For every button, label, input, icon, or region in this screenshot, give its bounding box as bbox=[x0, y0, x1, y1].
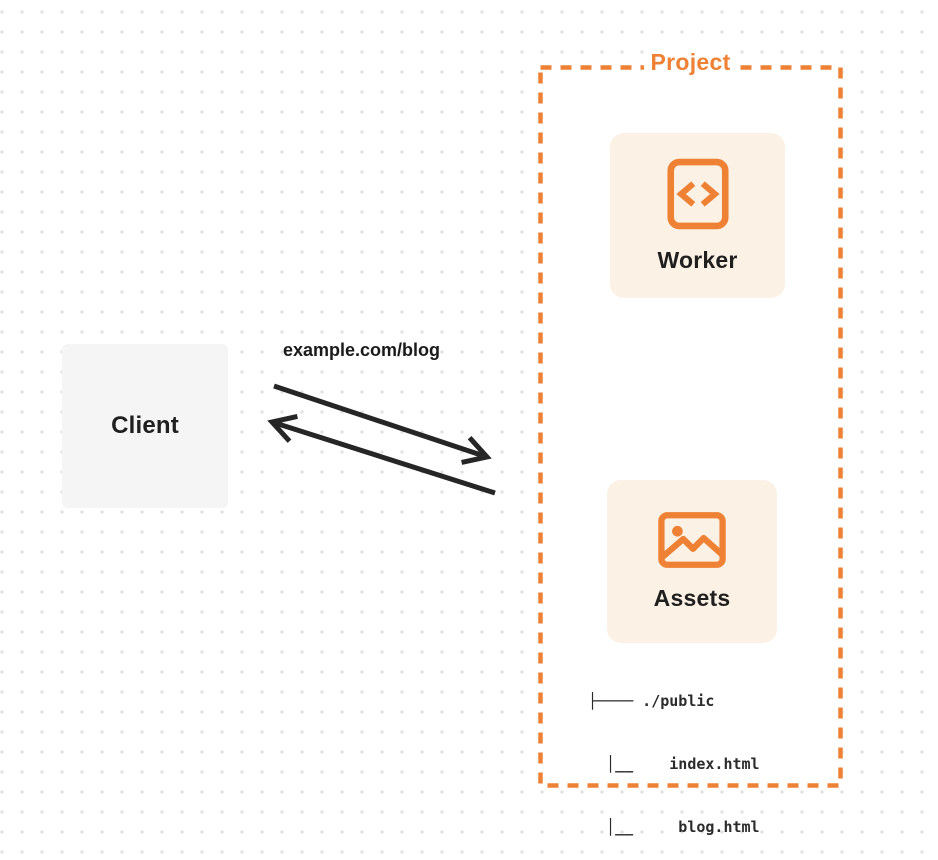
request-url-label: example.com/blog bbox=[283, 340, 441, 360]
response-arrow bbox=[267, 413, 496, 496]
tree-line-blog: │__ blog.html bbox=[588, 818, 760, 836]
project-label: Project bbox=[643, 49, 738, 76]
tree-line-index: │__ index.html bbox=[588, 755, 760, 773]
assets-node: Assets bbox=[607, 480, 777, 643]
worker-label: Worker bbox=[657, 247, 738, 273]
code-file-icon bbox=[666, 157, 729, 231]
assets-label: Assets bbox=[653, 585, 731, 611]
assets-file-tree: ├──── ./public │__ index.html │__ blog.h… bbox=[588, 649, 760, 860]
client-node: Client bbox=[62, 344, 228, 508]
image-icon bbox=[658, 511, 726, 569]
tree-line-public: ├──── ./public bbox=[588, 692, 715, 710]
client-label: Client bbox=[111, 412, 179, 439]
request-arrow bbox=[273, 383, 492, 465]
worker-node: Worker bbox=[610, 133, 785, 298]
